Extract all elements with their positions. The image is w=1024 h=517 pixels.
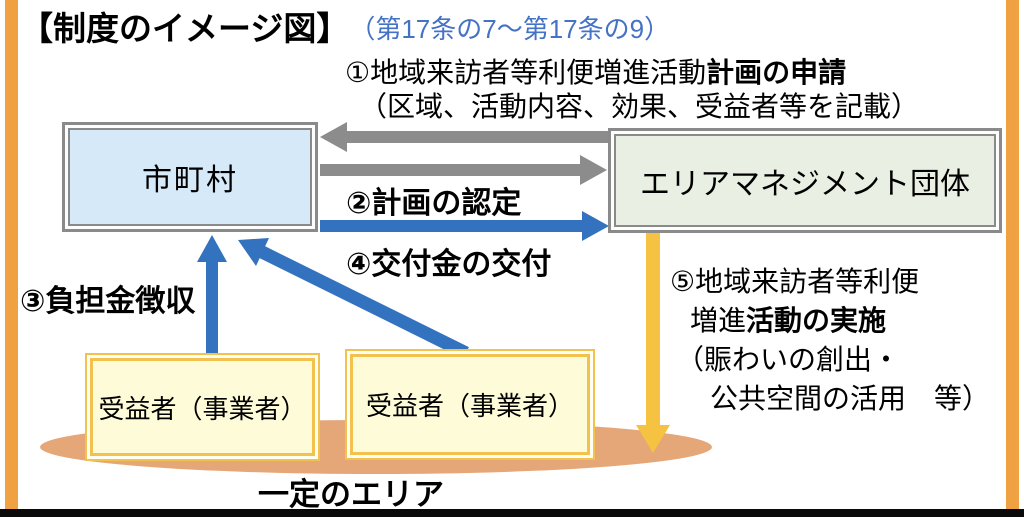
area-management-org-box: エリアマネジメント団体 [608,128,1002,233]
beneficiary-label-1: 受益者（事業者） [90,358,315,456]
area-caption: 一定のエリア [258,477,444,512]
step3-label: ③負担金徴収 [20,285,196,318]
step5-line2: 増進活動の実施 [670,301,990,340]
step5-line3: （賑わいの創出・ [676,344,901,375]
step1-line1-bold: 計画の申請 [706,57,847,88]
area-management-org-label: エリアマネジメント団体 [614,134,996,227]
step5-line2-bold: 活動の実施 [746,305,887,336]
frame-left-border [5,0,18,517]
page-title-article-reference: （第17条の7～第17条の9） [349,14,671,44]
step1-line1-normal: ①地域来訪者等利便増進活動 [345,57,707,88]
step1-line2: （区域、活動内容、効果、受益者等を記載） [359,91,920,122]
step3-levy-arrow-vertical [197,235,227,362]
title-row: 【制度のイメージ図】 （第17条の7～第17条の9） [20,2,670,50]
step2-label: ②計画の認定 [346,187,522,220]
frame-right-border [1006,0,1019,517]
beneficiary-box-1: 受益者（事業者） [85,353,320,461]
beneficiary-label-2: 受益者（事業者） [350,354,590,455]
step4-label: ④交付金の交付 [346,248,552,281]
step5-annotation: ⑤地域来訪者等利便 増進活動の実施 （賑わいの創出・ 公共空間の活用 等） [670,262,990,418]
step1-line1: ①地域来訪者等利便増進活動計画の申請 [345,56,919,90]
step5-line4: 公共空間の活用 等） [710,383,991,414]
beneficiary-box-2: 受益者（事業者） [345,349,595,460]
municipality-label: 市町村 [68,128,312,226]
step1-application-arrow [320,122,608,152]
frame-bottom-border [0,509,1024,517]
municipality-box: 市町村 [62,122,318,232]
page-title: 【制度のイメージ図】 [20,10,350,47]
step5-line2-normal: 増進 [690,305,747,336]
step1-annotation: ①地域来訪者等利便増進活動計画の申請 （区域、活動内容、効果、受益者等を記載） [345,56,919,124]
step5-line1: ⑤地域来訪者等利便 [670,266,920,297]
step5-implementation-arrow [636,233,670,453]
